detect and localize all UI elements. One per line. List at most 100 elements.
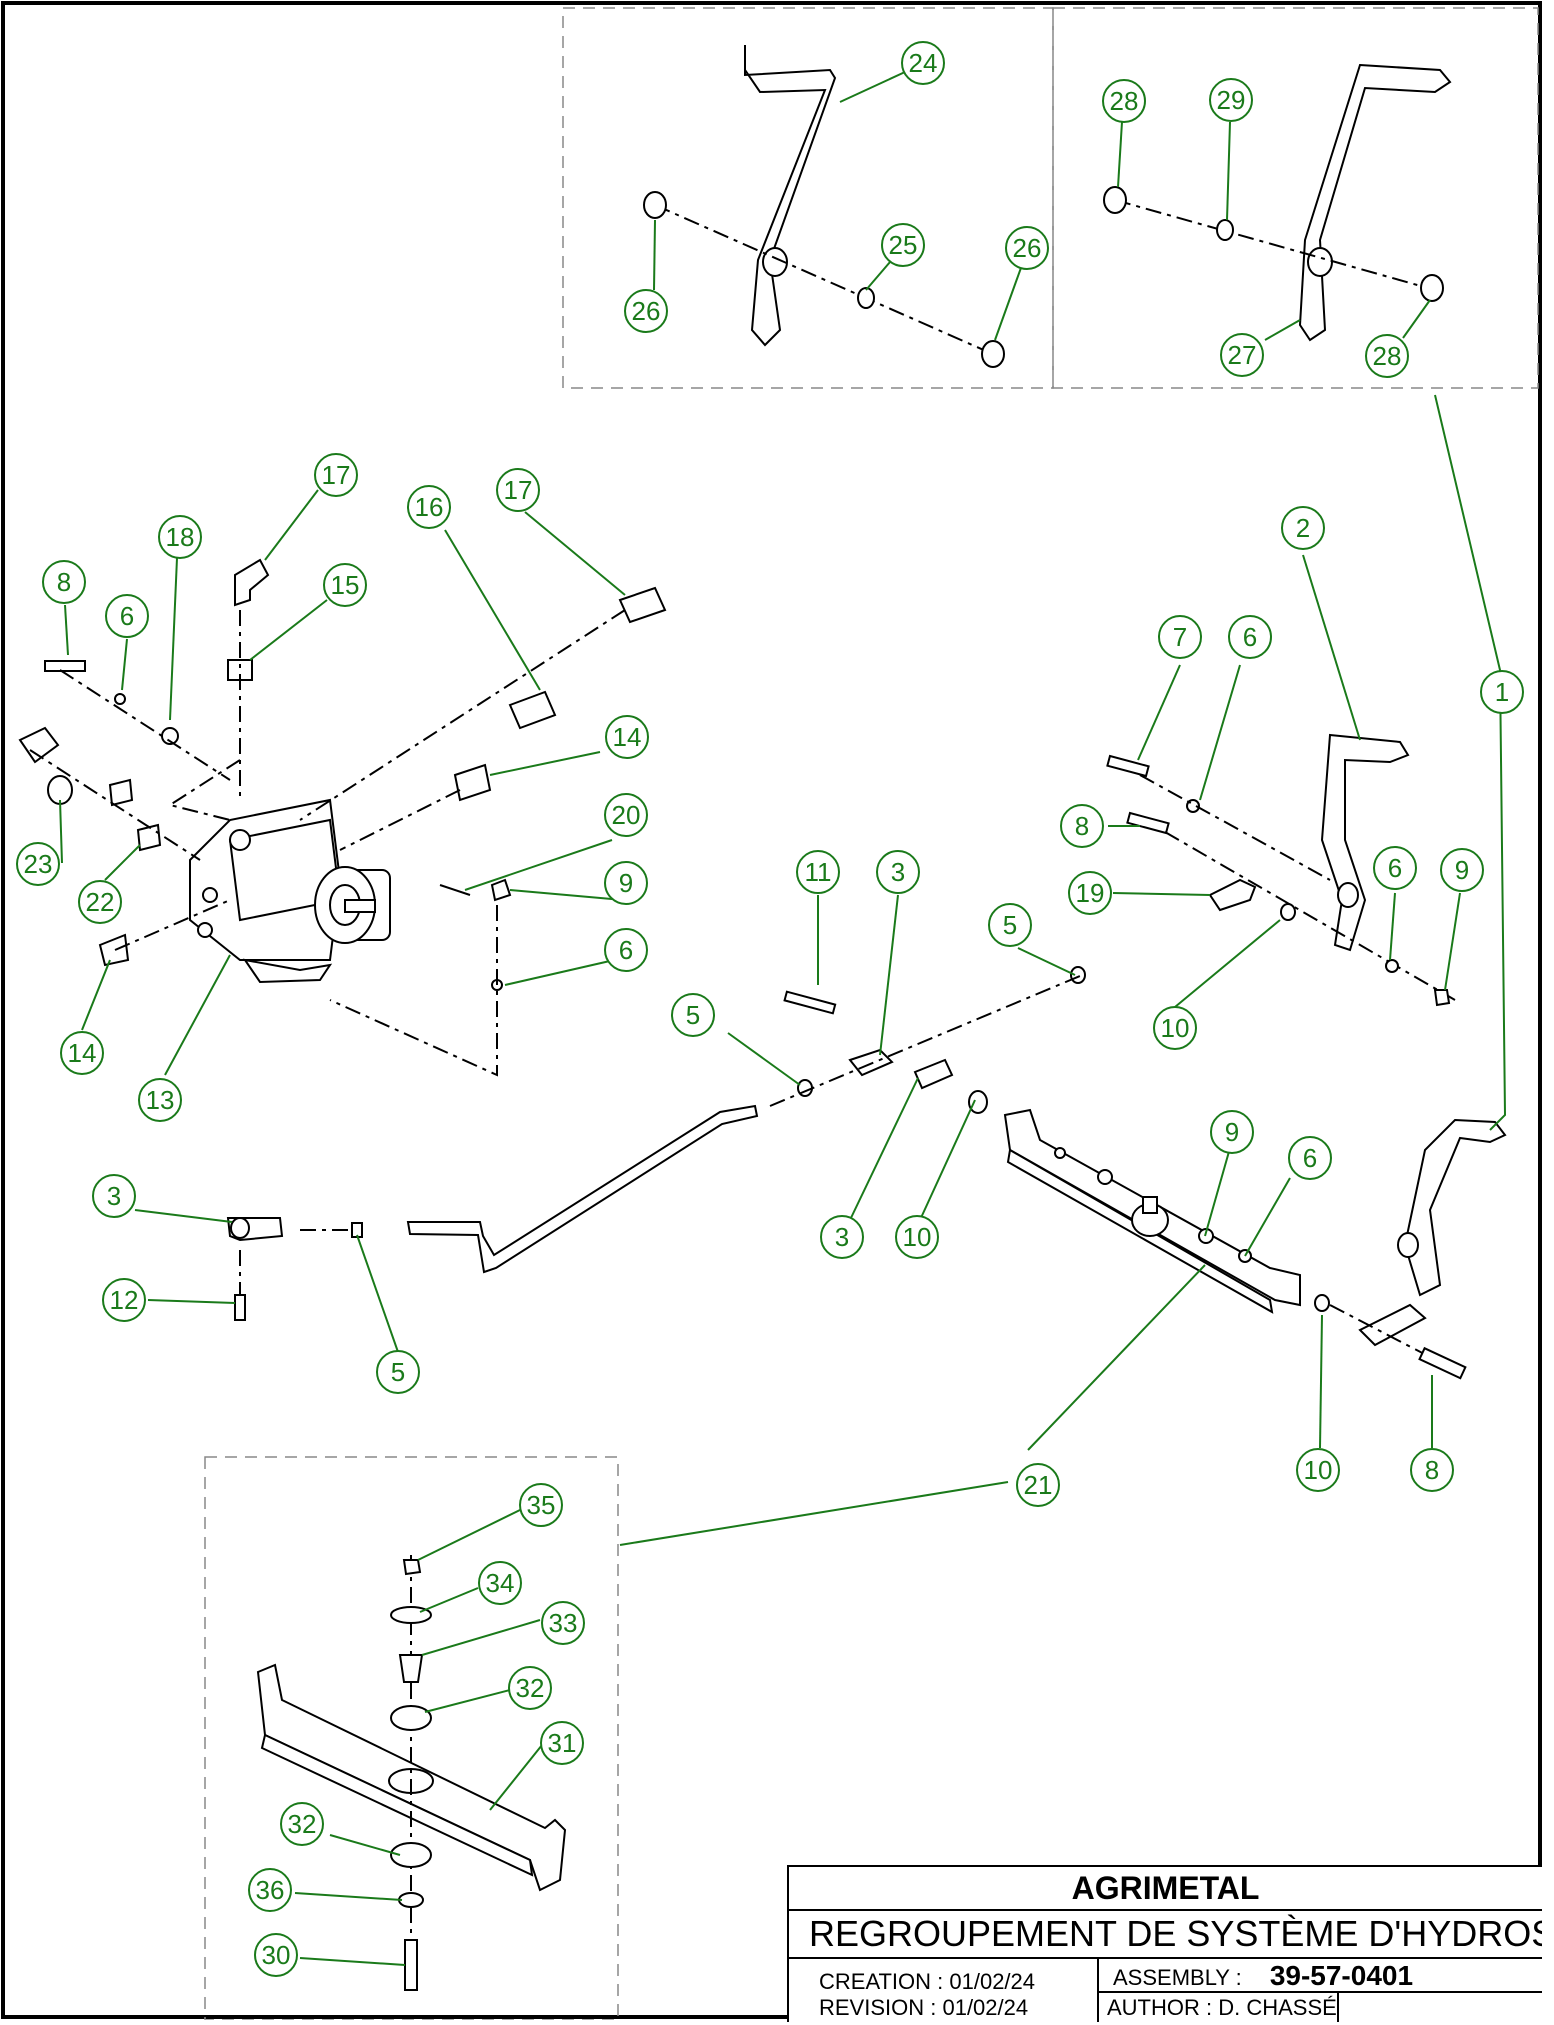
svg-text:9: 9 [619, 868, 633, 898]
balloon-9a: 9 [604, 861, 648, 905]
rod-end-19 [1208, 878, 1257, 912]
nut-5-left [351, 1222, 363, 1238]
svg-text:18: 18 [166, 522, 195, 552]
balloon-13: 13 [138, 1078, 182, 1122]
balloon-31: 31 [540, 1721, 584, 1765]
balloon-3a: 3 [876, 850, 920, 894]
svg-text:7: 7 [1173, 622, 1187, 652]
balloon-6d: 6 [1373, 846, 1417, 890]
balloon-6b: 6 [604, 928, 648, 972]
svg-text:32: 32 [516, 1673, 545, 1703]
balloons: 24 26 25 26 28 29 27 28 17 18 15 16 17 8… [16, 41, 1524, 1977]
svg-text:5: 5 [1003, 910, 1017, 940]
svg-text:14: 14 [613, 722, 642, 752]
balloon-15: 15 [323, 563, 367, 607]
svg-text:10: 10 [1161, 1013, 1190, 1043]
balloon-3b: 3 [820, 1215, 864, 1259]
balloon-32b: 32 [280, 1802, 324, 1846]
svg-text:10: 10 [1304, 1455, 1333, 1485]
fitting-23 [47, 775, 73, 805]
balloon-28a: 28 [1102, 79, 1146, 123]
balloon-20: 20 [604, 793, 648, 837]
bearing-32b [390, 1842, 432, 1868]
nut-35 [402, 1559, 422, 1576]
elbow-fitting-17a [234, 558, 270, 607]
balloon-16: 16 [407, 485, 451, 529]
bearing-32a [390, 1705, 432, 1731]
balloon-36: 36 [248, 1868, 292, 1912]
svg-text:34: 34 [486, 1568, 515, 1598]
svg-text:12: 12 [110, 1285, 139, 1315]
bolt-12 [234, 1294, 246, 1321]
svg-text:8: 8 [1075, 811, 1089, 841]
title-block: AGRIMETAL REGROUPEMENT DE SYSTÈME D'HYDR… [787, 1865, 1542, 2022]
revision-date: REVISION : 01/02/24 [819, 1995, 1029, 2020]
bolt-30 [404, 1939, 418, 1991]
svg-text:36: 36 [256, 1875, 285, 1905]
svg-text:21: 21 [1024, 1470, 1053, 1500]
bushing-33 [398, 1654, 424, 1683]
control-arm-2 [1320, 733, 1410, 952]
washer-6a [114, 693, 126, 705]
svg-text:31: 31 [548, 1728, 577, 1758]
svg-text:19: 19 [1076, 878, 1105, 908]
balloon-2: 2 [1281, 506, 1325, 550]
svg-text:1: 1 [1495, 677, 1509, 707]
crossbar-21 [1003, 1108, 1301, 1314]
axis-8b [1164, 831, 1456, 1001]
balloon-21: 21 [1016, 1463, 1060, 1507]
balloon-9c: 9 [1210, 1110, 1254, 1154]
hydrostatic-pump-13 [189, 798, 391, 984]
fitting-14b [98, 933, 130, 967]
crossbar-31 [256, 1663, 567, 1892]
assembly-number: 39-57-0401 [1269, 1960, 1414, 1991]
balloon-26b: 26 [1005, 226, 1049, 270]
svg-text:11: 11 [805, 857, 832, 887]
svg-text:32: 32 [288, 1809, 317, 1839]
svg-text:3: 3 [835, 1222, 849, 1252]
balloon-17a: 17 [314, 453, 358, 497]
balloon-17b: 17 [496, 468, 540, 512]
bushing-26a [643, 191, 667, 219]
assembly-label: ASSEMBLY : [1113, 1965, 1242, 1990]
balloon-11: 11 [796, 850, 840, 894]
svg-text:9: 9 [1455, 855, 1469, 885]
spacer-10c [1314, 1294, 1330, 1312]
svg-text:2: 2 [1296, 513, 1310, 543]
balloon-group [59, 71, 1507, 1966]
svg-text:3: 3 [107, 1181, 121, 1211]
balloon-29: 29 [1209, 78, 1253, 122]
fitting-16 [508, 690, 557, 730]
nut-9a [490, 878, 512, 902]
svg-text:23: 23 [24, 849, 53, 879]
balloon-26a: 26 [624, 289, 668, 333]
pedal-lower-right [1358, 1118, 1507, 1347]
svg-text:6: 6 [120, 601, 134, 631]
washer-36 [398, 1892, 424, 1908]
balloon-6e: 6 [1288, 1136, 1332, 1180]
bushing-26b [981, 340, 1005, 368]
svg-text:6: 6 [1388, 853, 1402, 883]
svg-text:10: 10 [903, 1222, 932, 1252]
axis-14b [114, 899, 231, 951]
balloon-7: 7 [1158, 615, 1202, 659]
svg-text:14: 14 [68, 1038, 97, 1068]
bolt-8b [1126, 811, 1170, 835]
svg-text:29: 29 [1217, 85, 1246, 115]
svg-text:13: 13 [146, 1085, 175, 1115]
control-rod-assembly [406, 966, 1086, 1274]
balloon-6a: 6 [105, 594, 149, 638]
svg-text:6: 6 [1243, 622, 1257, 652]
fitting-left-mid [108, 778, 134, 807]
axis-9-6 [329, 905, 498, 1077]
balloon-8b: 8 [1060, 804, 1104, 848]
detail-frame-pedal-left [562, 7, 1054, 389]
spacer-25 [857, 287, 875, 309]
axis-14a [339, 789, 461, 851]
balloon-9b: 9 [1440, 848, 1484, 892]
axis-7 [1139, 774, 1331, 881]
pedal-24 [744, 45, 837, 347]
author: AUTHOR : D. CHASSÉ [1099, 1993, 1339, 2022]
